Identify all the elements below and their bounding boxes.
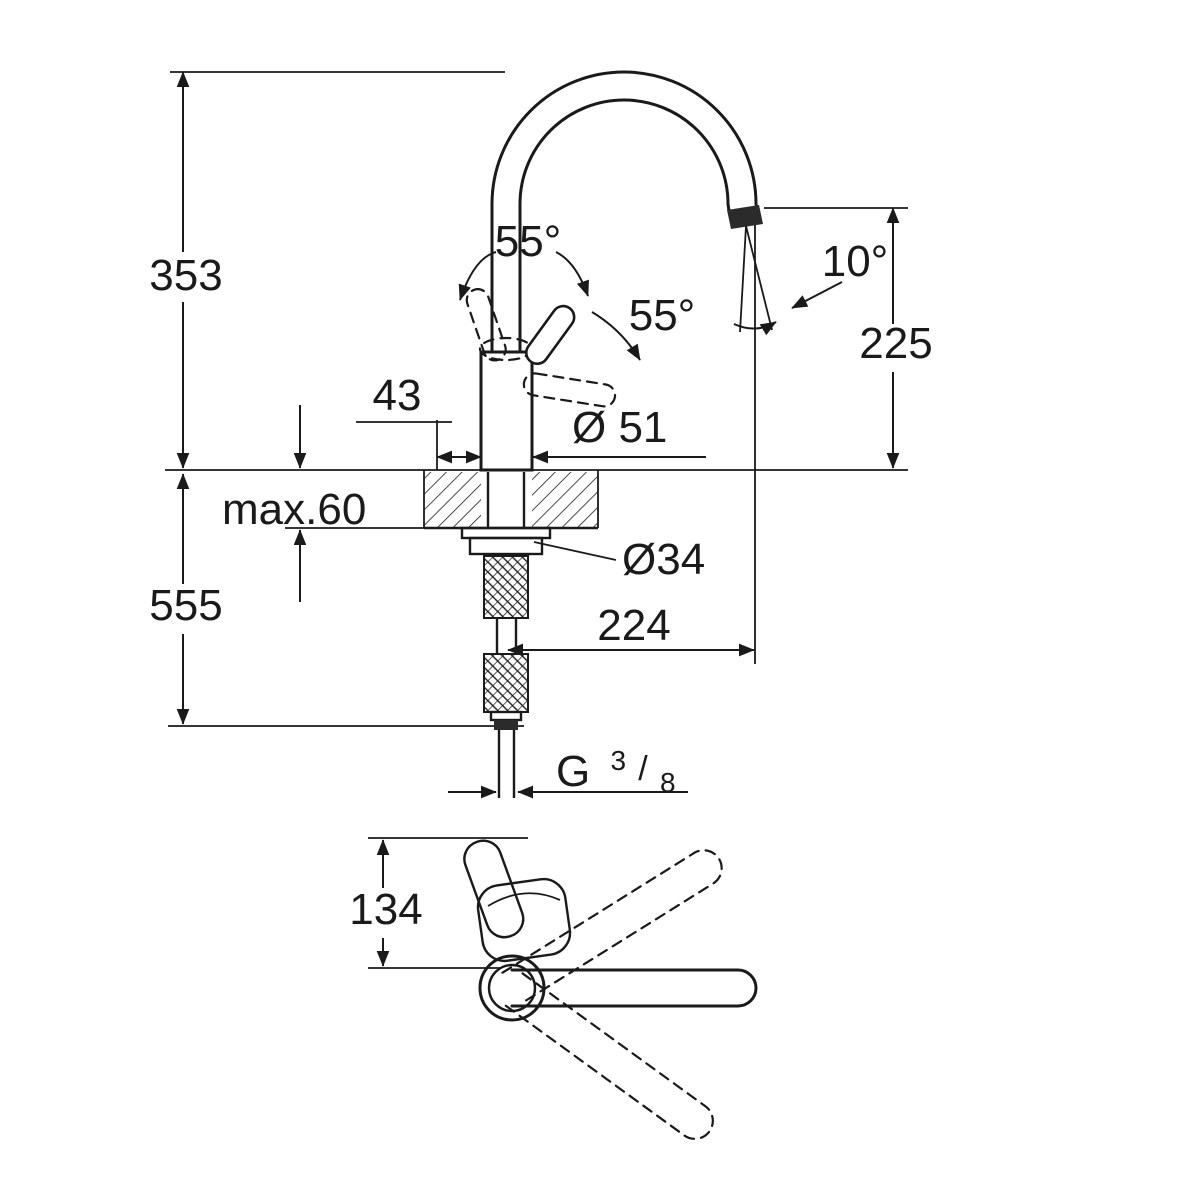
dim-134: 134 <box>349 839 423 967</box>
lever-solid <box>524 304 576 366</box>
hose-end-cap <box>494 720 518 730</box>
dim-555: 555 <box>149 473 223 725</box>
mounting-nut <box>468 536 544 556</box>
dim-max-60-label: max.60 <box>222 485 366 534</box>
extension-lines <box>165 71 908 969</box>
mounting-washer <box>460 526 552 540</box>
dim-dia-34-label: Ø34 <box>622 535 705 584</box>
hose-knurl-upper <box>483 555 529 619</box>
angle-55-right: 55° <box>591 291 696 361</box>
dim-555-label: 555 <box>149 581 222 630</box>
dim-225-label: 225 <box>859 319 932 368</box>
angle-55-right-label: 55° <box>629 291 696 340</box>
dim-353-label: 353 <box>149 251 222 300</box>
mounting-hardware <box>460 472 552 798</box>
counter-hatch-left <box>424 472 481 528</box>
spout-swivel-up-dashed <box>501 849 723 1005</box>
angle-10: 10° <box>733 225 889 336</box>
spout-arm-solid <box>510 968 758 1008</box>
aerator-tip <box>727 205 763 229</box>
dim-224-label: 224 <box>597 601 670 650</box>
dim-thread-g38: G 3 / 8 <box>448 731 688 799</box>
dim-dia-51-label: Ø 51 <box>572 403 667 452</box>
pivot-outer-circle <box>478 954 546 1022</box>
faucet-body <box>479 350 534 472</box>
faucet-side-view <box>465 70 763 472</box>
dim-thread-label: G 3 / 8 <box>556 731 676 798</box>
handle-top-view-lever <box>463 839 525 939</box>
angle-10-label: 10° <box>822 237 889 286</box>
angle-55-left: 55° <box>458 217 589 301</box>
spout-swivel-down-dashed <box>500 972 714 1140</box>
dim-225: 225 <box>859 207 933 469</box>
dim-dia-34: Ø34 <box>533 535 705 584</box>
hose-end-fitting <box>489 710 523 722</box>
dim-224: 224 <box>507 601 755 657</box>
pivot-inner-circle <box>487 963 537 1013</box>
dim-dia-51: Ø 51 <box>532 403 706 464</box>
handle-top-view-cap <box>476 877 572 963</box>
lever-position-right-dashed <box>522 372 617 408</box>
dim-134-label: 134 <box>349 885 422 934</box>
faucet-top-view <box>463 839 758 1140</box>
counter-section <box>423 470 599 530</box>
dim-353: 353 <box>149 71 223 469</box>
angle-55-left-label: 55° <box>495 217 562 266</box>
dim-43: 43 <box>356 371 482 464</box>
lever-position-left-dashed <box>465 288 507 362</box>
hose-knurl-lower <box>483 653 529 713</box>
dim-max-60: max.60 <box>222 405 366 602</box>
counter-hatch-right <box>532 472 598 528</box>
dim-43-label: 43 <box>373 371 422 420</box>
